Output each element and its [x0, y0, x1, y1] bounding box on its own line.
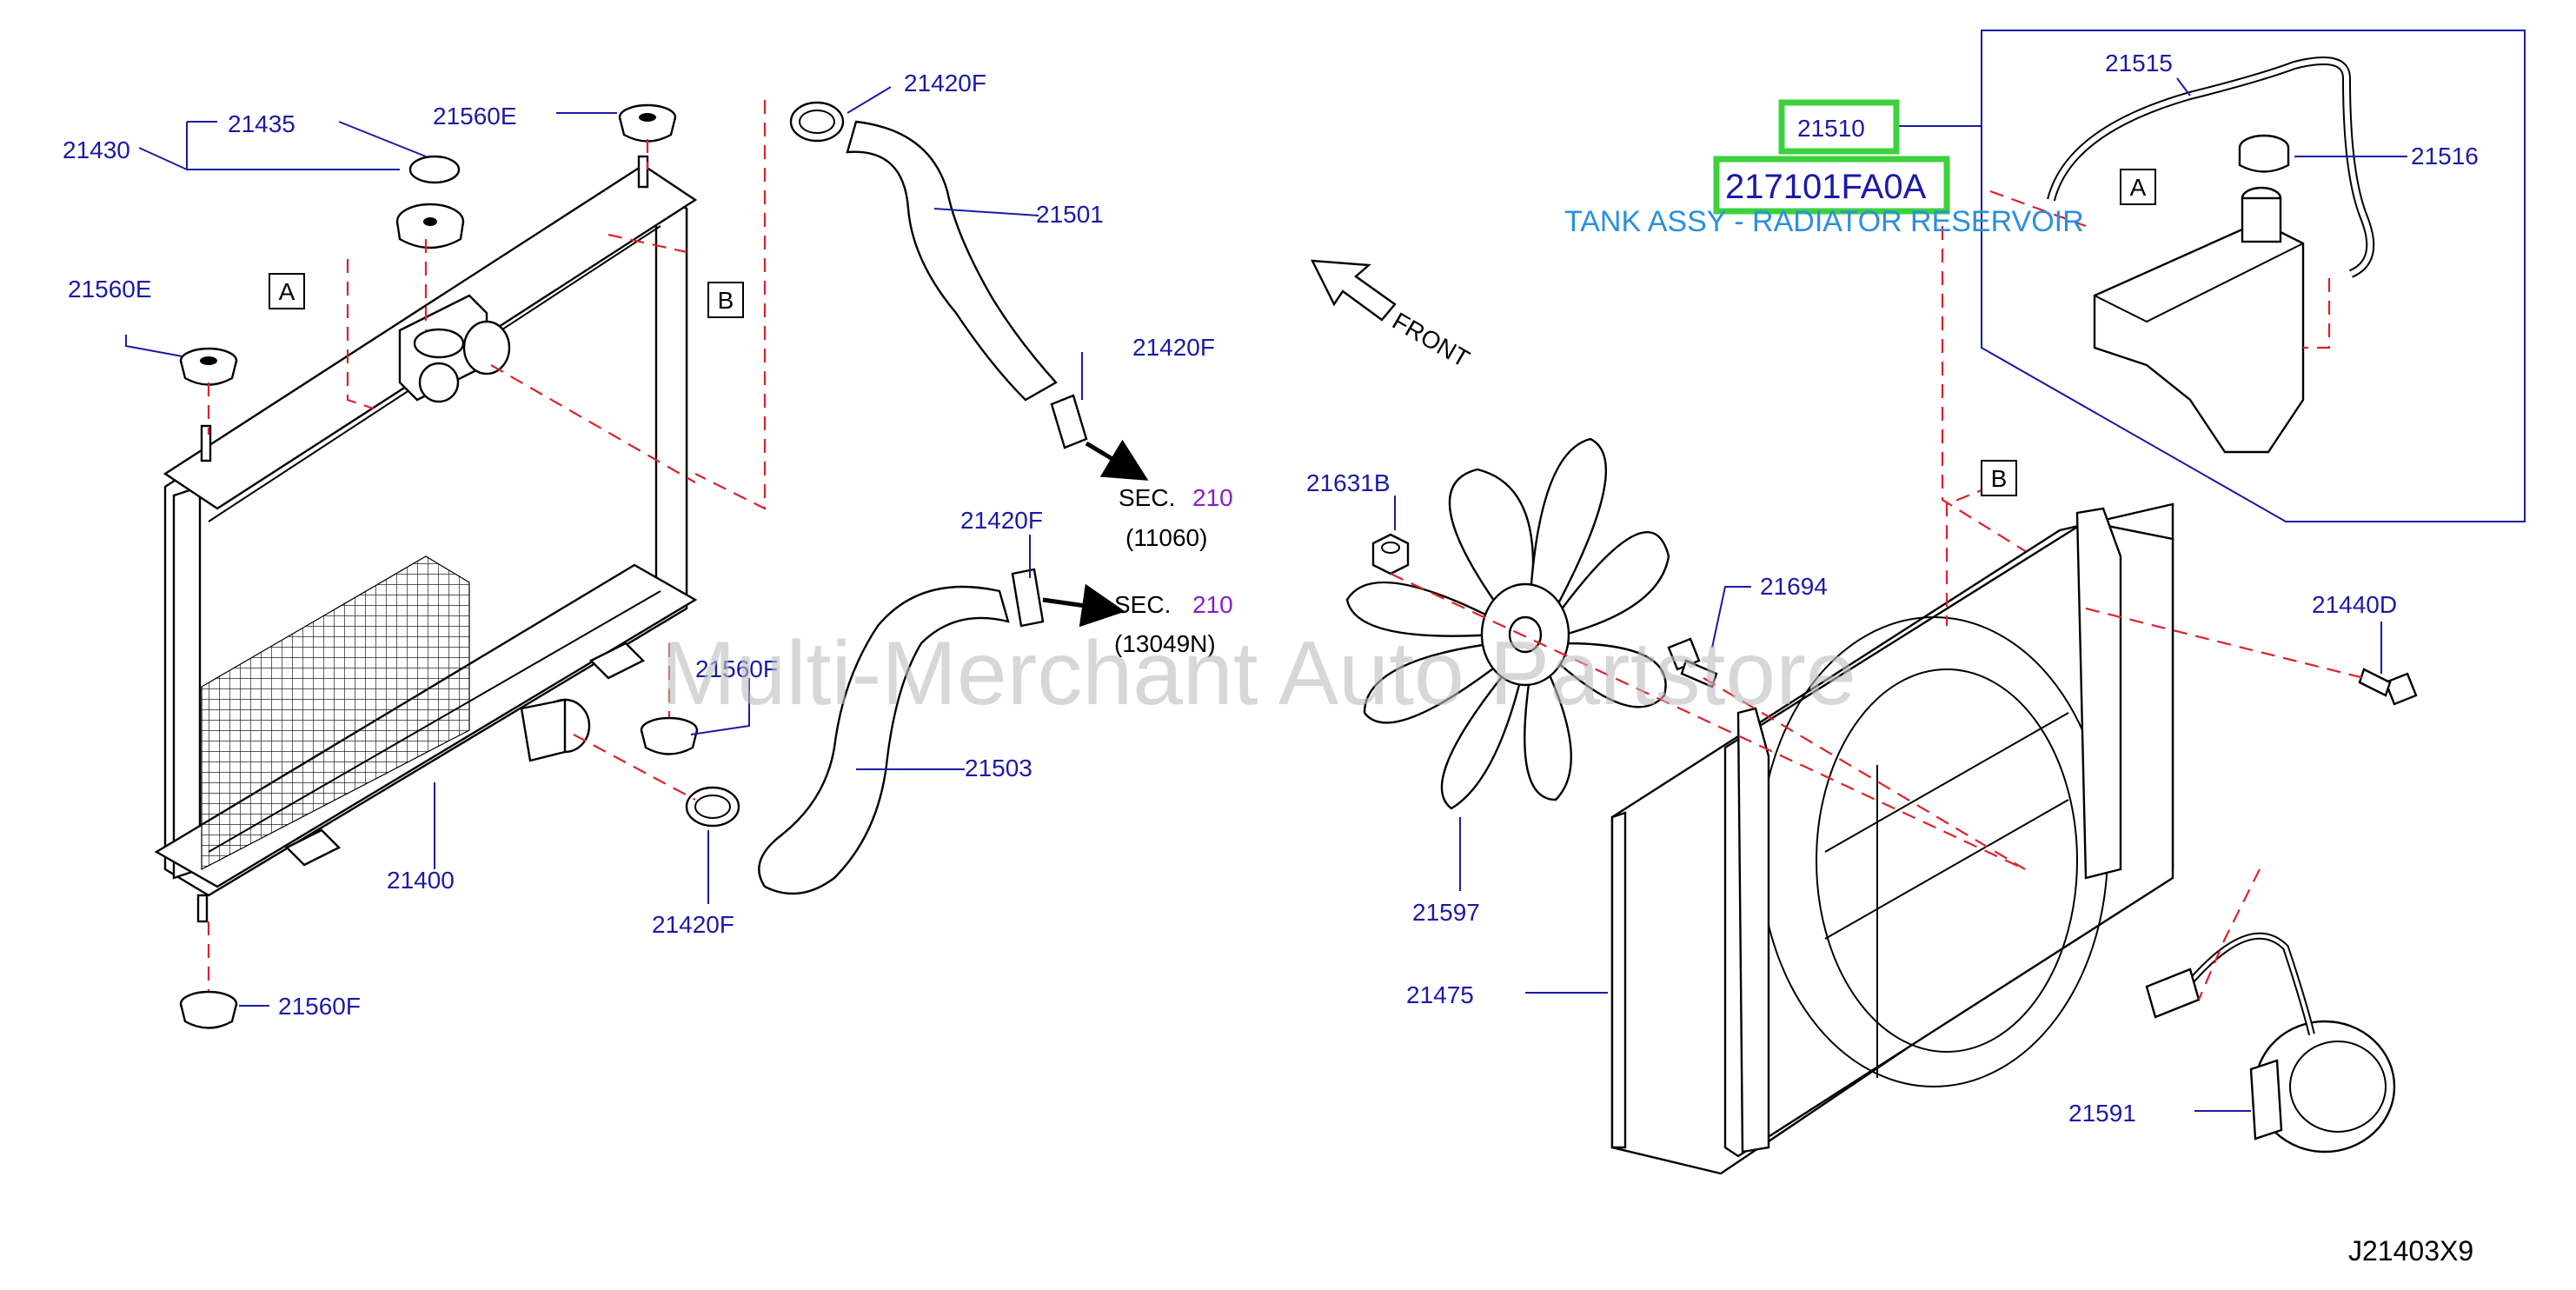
ref-box-b-left — [707, 282, 744, 318]
highlight-part-number-text: 217101FA0A — [1725, 168, 1927, 206]
label-21694: 21694 — [1760, 573, 1828, 600]
highlight-box-21510 — [1778, 99, 1900, 155]
clamp-21420f-a — [789, 101, 845, 143]
label-21631b: 21631B — [1306, 469, 1391, 496]
nut-21631b — [1371, 533, 1410, 575]
label-21440d: 21440D — [2312, 591, 2397, 618]
ref-b-left: B — [718, 287, 734, 314]
section-ref-13049n[interactable]: SEC. 210 (13049N) — [1114, 591, 1233, 657]
section-prefix: SEC. — [1119, 484, 1175, 511]
grommet-21560f-bot — [179, 990, 238, 1029]
label-21420f-b: 21420F — [1132, 334, 1215, 361]
bolt-21440d — [2358, 668, 2418, 706]
highlight-part-number[interactable]: 217101FA0A — [1713, 156, 1950, 215]
label-21501: 21501 — [1036, 201, 1104, 228]
label-21560f-mid: 21560F — [695, 655, 778, 682]
reservoir-hose-21515 — [2047, 57, 2375, 278]
section-number: 210 — [1192, 591, 1233, 618]
label-21503: 21503 — [965, 755, 1032, 781]
grommet-21560e-left — [179, 347, 238, 386]
label-21591: 21591 — [2068, 1100, 2136, 1127]
label-21400: 21400 — [387, 867, 455, 894]
section-code: (11060) — [1125, 524, 1207, 551]
section-prefix: SEC. — [1114, 591, 1171, 618]
section-ref-11060[interactable]: SEC. 210 (11060) — [1119, 484, 1233, 551]
fan-shroud-21475 — [1610, 502, 2174, 1175]
clamp-21420f-d — [685, 786, 740, 828]
ref-box-a-right — [2120, 169, 2156, 205]
ref-box-a-left — [269, 273, 305, 309]
clamp-21420f-c — [1011, 568, 1045, 628]
front-direction-arrow: FRONT — [1310, 259, 1474, 372]
highlight-box-part-number — [1713, 156, 1950, 215]
label-21597: 21597 — [1412, 899, 1480, 926]
section-code: (13049N) — [1114, 630, 1216, 657]
upper-hose-21501 — [846, 120, 1058, 402]
label-21510: 21510 — [1797, 115, 1865, 142]
grommet-21560e-top — [618, 103, 677, 143]
fan-blade-21597 — [1345, 437, 1670, 810]
label-21420f-c: 21420F — [960, 507, 1043, 534]
reservoir-tank — [2093, 186, 2305, 454]
diagram-code: J21403X9 — [2348, 1235, 2473, 1267]
grommet-21560f-mid — [640, 716, 699, 755]
label-21430: 21430 — [63, 136, 130, 163]
label-21560f-bot: 21560F — [278, 993, 361, 1020]
watermark: Multi-Merchant Auto Partstore — [661, 623, 1856, 724]
clamp-21420f-b — [1050, 394, 1088, 449]
label-21435: 21435 — [228, 110, 295, 137]
ref-a-left: A — [279, 278, 295, 305]
ref-box-b-right — [1981, 460, 2017, 496]
label-21560e-left: 21560E — [68, 276, 152, 303]
radiator-cap-assembly — [395, 155, 465, 249]
ref-b-right: B — [1991, 465, 2008, 492]
radiator-21400 — [154, 155, 698, 923]
label-21560e-top: 21560E — [433, 103, 517, 130]
highlight-description: TANK ASSY - RADIATOR RESERVOIR — [1564, 205, 2084, 238]
label-21515: 21515 — [2105, 50, 2173, 76]
label-21420f-d: 21420F — [652, 911, 734, 938]
highlight-21510[interactable]: 21510 — [1778, 99, 1900, 155]
front-label: FRONT — [1388, 307, 1474, 372]
label-21516: 21516 — [2411, 143, 2479, 170]
reservoir-cap-21516 — [2238, 134, 2290, 173]
bolt-21694 — [1667, 637, 1718, 688]
fan-motor-21591 — [2145, 932, 2396, 1154]
lower-hose-21503 — [758, 585, 1010, 895]
label-21475: 21475 — [1406, 981, 1474, 1008]
ref-a-right: A — [2130, 174, 2147, 201]
reservoir-frame — [1981, 30, 2526, 522]
label-21420f-a: 21420F — [904, 70, 986, 96]
section-number: 210 — [1192, 484, 1233, 511]
